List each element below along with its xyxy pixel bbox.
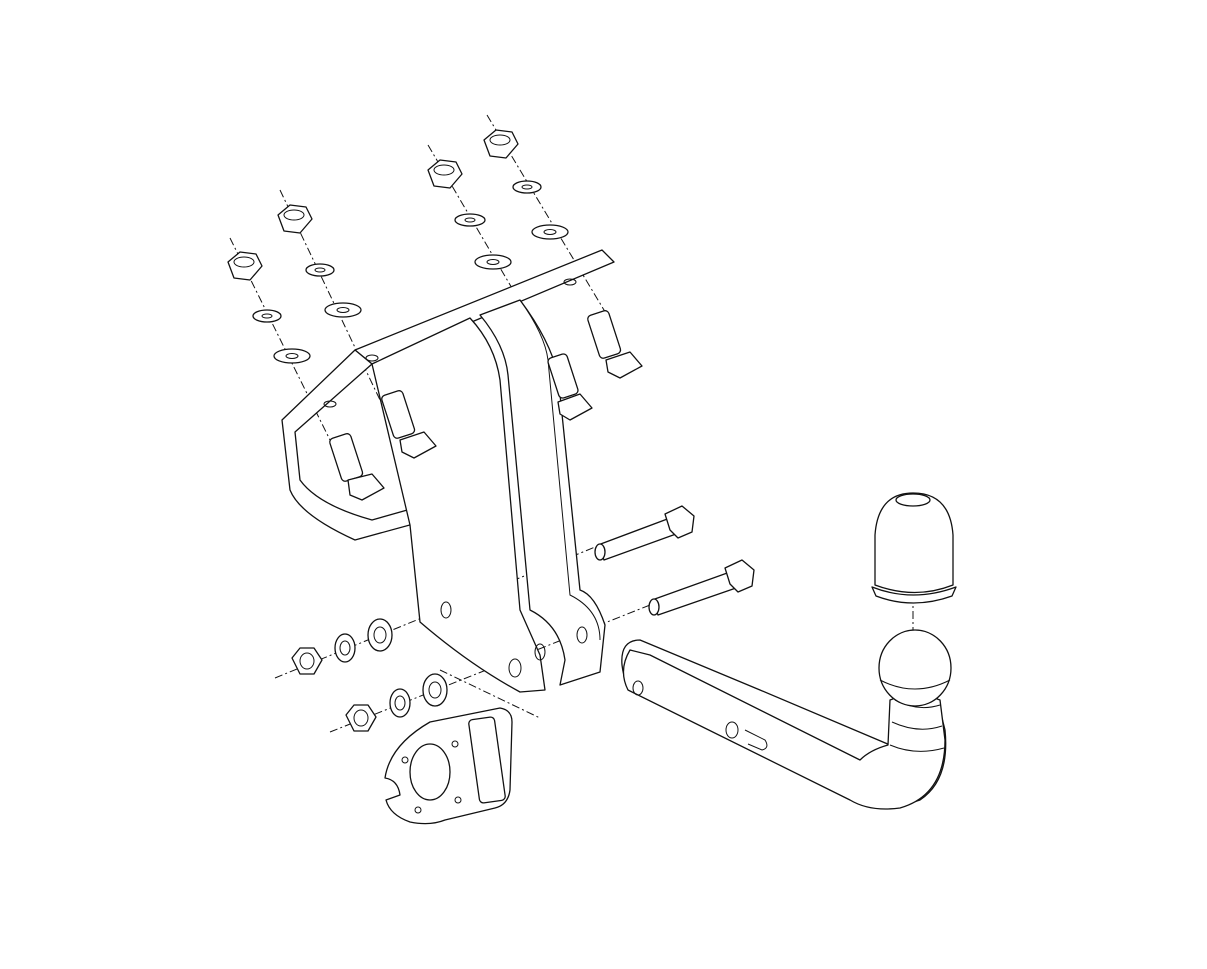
horizontal-bolts <box>594 505 755 616</box>
washer-icon <box>454 213 486 227</box>
washer-icon <box>252 309 282 323</box>
bolt-icon <box>587 310 643 379</box>
nut-icon <box>427 159 463 189</box>
washer-icon <box>305 263 335 277</box>
bolt-icon <box>547 353 593 421</box>
bolt-icon <box>329 433 385 501</box>
washer-icon <box>273 348 311 364</box>
washer-icon <box>324 302 362 318</box>
nut-icon <box>291 647 323 675</box>
washer-icon <box>422 673 448 707</box>
tow-ball-cap <box>871 492 957 604</box>
washer-icon <box>334 633 356 663</box>
tow-ball <box>878 629 952 707</box>
tow-bar-arm <box>621 639 947 810</box>
electrical-socket-plate <box>384 707 513 825</box>
washer-icon <box>512 180 542 194</box>
lower-fastener-stacks <box>291 618 448 732</box>
bolt-icon <box>594 505 695 561</box>
nut-icon <box>483 129 519 159</box>
nut-icon <box>277 204 313 234</box>
bolt-icon <box>381 390 437 459</box>
washer-icon <box>474 254 512 270</box>
vertical-bolts <box>329 310 643 501</box>
mounting-bracket <box>281 249 615 693</box>
washer-icon <box>531 224 569 240</box>
nut-icon <box>227 251 263 281</box>
bolt-icon <box>648 559 755 616</box>
nut-icon <box>345 704 377 732</box>
top-fastener-stacks <box>227 129 569 364</box>
washer-icon <box>389 688 411 718</box>
washer-icon <box>367 618 393 652</box>
